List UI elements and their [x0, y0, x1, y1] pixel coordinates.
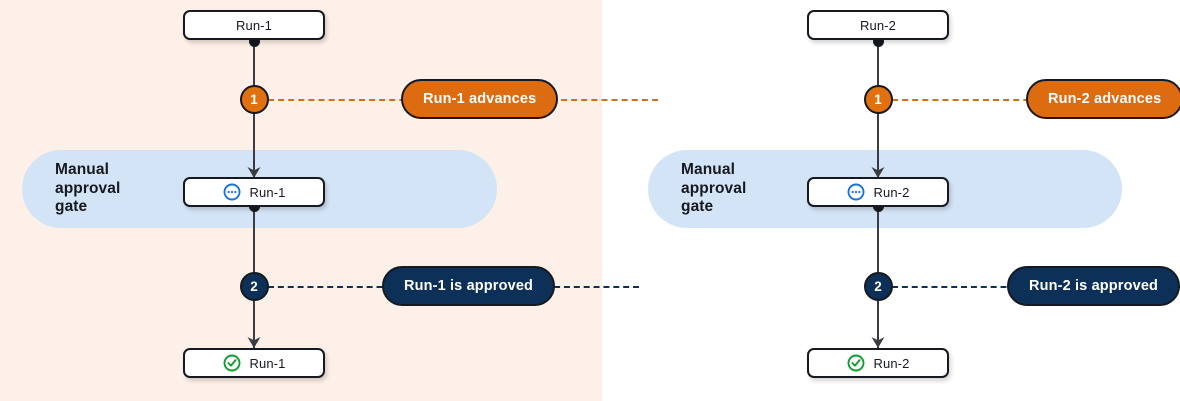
step-badge-2-right[interactable]: 2 [863, 272, 893, 301]
step-badge-1-left[interactable]: 1 [239, 85, 269, 114]
step-badge-number: 2 [874, 279, 882, 294]
pipeline-flow-left: Run-1 Run-1 Run-1 [183, 0, 658, 401]
node-run-approved-left[interactable]: Run-1 [183, 348, 325, 378]
callout-step-1-right[interactable]: Run-2 advances [1026, 79, 1180, 119]
callout-step-1-left[interactable]: Run-1 advances [401, 79, 559, 119]
callout-text: Run-1 is approved [404, 278, 534, 294]
step-badge-2-left[interactable]: 2 [239, 272, 269, 301]
callout-text: Run-2 is approved [1029, 278, 1159, 294]
junction-dot-top-left [248, 36, 260, 47]
in-progress-icon [847, 183, 865, 201]
arrow-head-2-right [871, 337, 885, 348]
manual-approval-gate-band-left: Manual approval gate [22, 150, 497, 228]
callout-text: Run-1 advances [423, 91, 537, 107]
manual-approval-gate-label-right: Manual approval gate [681, 160, 747, 216]
success-check-icon [223, 354, 241, 372]
node-run-start-right[interactable]: Run-2 [807, 10, 949, 40]
step-badge-number: 1 [874, 92, 882, 107]
step-badge-1-right[interactable]: 1 [863, 85, 893, 114]
node-label: Run-1 [249, 355, 286, 371]
node-label: Run-2 [873, 184, 910, 200]
callout-text: Run-2 advances [1048, 91, 1162, 107]
arrow-head-1-left [247, 167, 261, 178]
in-progress-icon [223, 183, 241, 201]
node-label: Run-2 [873, 355, 910, 371]
node-run-pending-left[interactable]: Run-1 [183, 177, 325, 207]
node-label: Run-2 [860, 17, 896, 33]
arrow-head-2-left [247, 337, 261, 348]
junction-dot-top-right [872, 36, 884, 47]
step-badge-number: 2 [250, 279, 258, 294]
node-run-approved-right[interactable]: Run-2 [807, 348, 949, 378]
callout-step-2-left[interactable]: Run-1 is approved [382, 266, 556, 306]
success-check-icon [847, 354, 865, 372]
node-label: Run-1 [249, 184, 286, 200]
callout-step-2-right[interactable]: Run-2 is approved [1007, 266, 1180, 306]
arrow-head-1-right [871, 167, 885, 178]
node-run-start-left[interactable]: Run-1 [183, 10, 325, 40]
step-badge-number: 1 [250, 92, 258, 107]
manual-approval-gate-label-left: Manual approval gate [55, 160, 121, 216]
node-label: Run-1 [236, 17, 272, 33]
pipeline-flow-right: Run-2 Run-2 Run-2 [807, 0, 1180, 401]
node-run-pending-right[interactable]: Run-2 [807, 177, 949, 207]
